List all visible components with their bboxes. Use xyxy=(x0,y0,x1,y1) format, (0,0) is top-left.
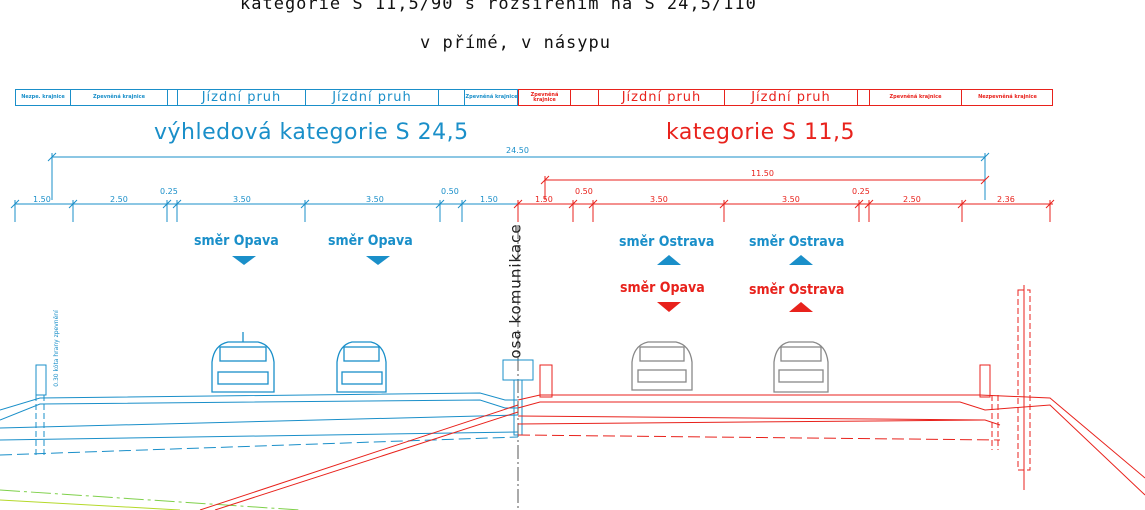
arrow-down-left1 xyxy=(232,256,256,265)
dim-left-6: 1.50 xyxy=(480,195,498,204)
car-left-1 xyxy=(211,332,275,393)
road-axis-label: osa komunikace xyxy=(506,223,525,359)
dimension-chain-left xyxy=(10,199,518,222)
direction-left-2: směr Opava xyxy=(328,233,413,249)
lane-left-3: Jízdní pruh xyxy=(305,89,438,106)
car-right-1 xyxy=(631,341,693,391)
ground-line-green2 xyxy=(0,499,181,510)
category-right-title: kategorie S 11,5 xyxy=(666,120,856,145)
dim-left-4: 3.50 xyxy=(366,195,384,204)
direction-right-red-1: směr Opava xyxy=(620,280,705,296)
dim-right-3: 3.50 xyxy=(782,195,800,204)
arrow-up-right1 xyxy=(657,255,681,265)
title-line-1: kategorie S 11,5/90 s rozšířením na S 24… xyxy=(240,0,757,14)
direction-left-1: směr Opava xyxy=(194,233,279,249)
lane-left-0: Nezpe. krajnice xyxy=(15,89,70,106)
dimension-chain-right xyxy=(513,199,1055,222)
dim-left-1: 2.50 xyxy=(110,195,128,204)
lane-right-1: Jízdní pruh xyxy=(598,89,724,106)
dim-right-1: 0.50 xyxy=(575,187,593,196)
dim-total-left: 24.50 xyxy=(506,146,529,155)
direction-right-red-2: směr Ostrava xyxy=(749,282,845,298)
car-left-2 xyxy=(336,341,387,393)
embankment-right xyxy=(199,285,1145,510)
embankment-left xyxy=(0,359,534,456)
dim-left-3: 3.50 xyxy=(233,195,251,204)
lane-right-0: Zpevněná krajnice xyxy=(518,89,570,106)
arrow-down-red1 xyxy=(657,302,681,312)
lane-left-1: Zpevněná krajnice xyxy=(70,89,167,106)
ground-line-green xyxy=(0,489,301,510)
arrow-down-left2 xyxy=(366,256,390,265)
lane-right-4: Nezpevněná krajnice xyxy=(961,89,1053,106)
category-left-title: výhledová kategorie S 24,5 xyxy=(154,120,469,145)
dim-right-2: 3.50 xyxy=(650,195,668,204)
dimension-total-left xyxy=(47,152,990,200)
lane-left-4: Zpevněná krajnice xyxy=(464,89,518,106)
lane-left-sep xyxy=(167,89,177,106)
dimension-total-right xyxy=(540,175,990,200)
arrow-up-red2 xyxy=(789,302,813,312)
car-right-2 xyxy=(773,341,829,393)
lane-right-3: Zpevněná krajnice xyxy=(869,89,961,106)
dim-left-5: 0.50 xyxy=(441,187,459,196)
dim-total-right: 11.50 xyxy=(751,169,774,178)
dim-left-0: 1.50 xyxy=(33,195,51,204)
dim-left-2: 0.25 xyxy=(160,187,178,196)
side-note-kota: 0.30 kóta hrany zpevnění xyxy=(52,310,60,387)
lane-right-2: Jízdní pruh xyxy=(724,89,857,106)
dim-right-0: 1.50 xyxy=(535,195,553,204)
lane-left-2: Jízdní pruh xyxy=(177,89,305,106)
dim-right-6: 2.36 xyxy=(997,195,1015,204)
dim-right-5: 2.50 xyxy=(903,195,921,204)
direction-right-blue-2: směr Ostrava xyxy=(749,234,845,250)
direction-right-blue-1: směr Ostrava xyxy=(619,234,715,250)
arrow-up-right2 xyxy=(789,255,813,265)
lane-right-sep xyxy=(570,89,598,106)
lane-right-sep2 xyxy=(857,89,869,106)
lane-left-sep2 xyxy=(438,89,464,106)
title-line-2: v přímé, v násypu xyxy=(420,33,611,53)
dim-right-4: 0.25 xyxy=(852,187,870,196)
